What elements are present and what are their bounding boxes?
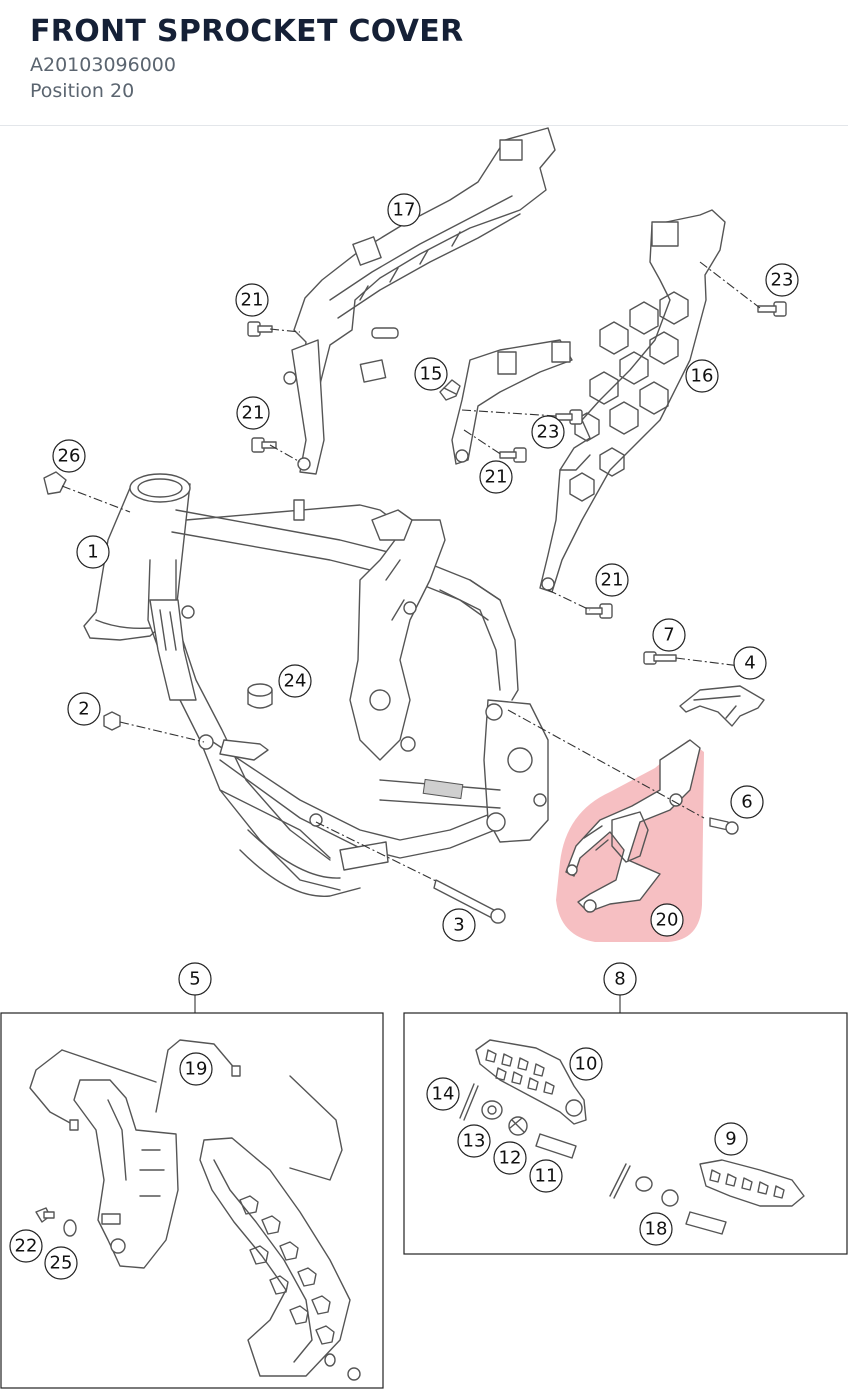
svg-text:26: 26 bbox=[58, 446, 81, 467]
callout-6[interactable]: 6 bbox=[730, 785, 764, 819]
bolt-part-3 bbox=[433, 879, 506, 924]
part-15-clip bbox=[439, 379, 461, 401]
callout-17[interactable]: 17 bbox=[387, 193, 421, 227]
callout-4[interactable]: 4 bbox=[733, 646, 767, 680]
callout-24[interactable]: 24 bbox=[278, 664, 312, 698]
callout-26[interactable]: 26 bbox=[52, 439, 86, 473]
svg-text:8: 8 bbox=[614, 969, 625, 990]
svg-text:24: 24 bbox=[284, 671, 307, 692]
bolt-part-7 bbox=[643, 651, 677, 665]
svg-text:10: 10 bbox=[575, 1054, 598, 1075]
callout-10[interactable]: 10 bbox=[569, 1047, 603, 1081]
svg-text:16: 16 bbox=[691, 366, 714, 387]
callout-14[interactable]: 14 bbox=[426, 1077, 460, 1111]
part-title: FRONT SPROCKET COVER bbox=[30, 14, 464, 49]
bolt-part-6 bbox=[709, 817, 739, 835]
nut-part-26 bbox=[43, 471, 67, 495]
svg-text:21: 21 bbox=[242, 403, 265, 424]
svg-text:14: 14 bbox=[432, 1084, 455, 1105]
bolts-part-21 bbox=[247, 321, 613, 619]
callout-23[interactable]: 23 bbox=[765, 263, 799, 297]
svg-text:15: 15 bbox=[420, 364, 443, 385]
callout-21[interactable]: 21 bbox=[595, 563, 629, 597]
svg-text:23: 23 bbox=[537, 422, 560, 443]
rear-subframe-left bbox=[283, 127, 556, 475]
svg-text:23: 23 bbox=[771, 270, 794, 291]
callout-3[interactable]: 3 bbox=[442, 908, 476, 942]
svg-text:25: 25 bbox=[50, 1253, 73, 1274]
callout-21[interactable]: 21 bbox=[479, 460, 513, 494]
callout-9[interactable]: 9 bbox=[714, 1122, 748, 1156]
callout-22[interactable]: 22 bbox=[9, 1229, 43, 1263]
bolts-part-23 bbox=[555, 301, 787, 425]
callout-7[interactable]: 7 bbox=[652, 618, 686, 652]
svg-text:1: 1 bbox=[87, 542, 98, 563]
callout-21[interactable]: 21 bbox=[236, 396, 270, 430]
callout-23[interactable]: 23 bbox=[531, 415, 565, 449]
callout-19[interactable]: 19 bbox=[179, 1052, 213, 1086]
callout-16[interactable]: 16 bbox=[685, 359, 719, 393]
callout-11[interactable]: 11 bbox=[529, 1159, 563, 1193]
svg-text:6: 6 bbox=[741, 792, 752, 813]
part-header: FRONT SPROCKET COVER A20103096000 Positi… bbox=[0, 0, 848, 126]
part-20-sprocket-cover bbox=[565, 739, 701, 913]
svg-text:21: 21 bbox=[601, 570, 624, 591]
svg-text:13: 13 bbox=[463, 1131, 486, 1152]
callout-1[interactable]: 1 bbox=[76, 535, 110, 569]
svg-text:17: 17 bbox=[393, 200, 416, 221]
callout-2[interactable]: 2 bbox=[67, 692, 101, 726]
svg-text:3: 3 bbox=[453, 915, 464, 936]
part-number: A20103096000 bbox=[30, 54, 176, 76]
svg-text:21: 21 bbox=[485, 467, 508, 488]
callout-25[interactable]: 25 bbox=[44, 1246, 78, 1280]
main-frame bbox=[83, 473, 549, 897]
callout-13[interactable]: 13 bbox=[457, 1124, 491, 1158]
svg-text:11: 11 bbox=[535, 1166, 558, 1187]
leader-lines bbox=[61, 261, 761, 883]
callout-20[interactable]: 20 bbox=[650, 903, 684, 937]
svg-text:12: 12 bbox=[499, 1148, 522, 1169]
svg-text:20: 20 bbox=[656, 910, 679, 931]
callout-5[interactable]: 5 bbox=[178, 962, 212, 996]
callout-18[interactable]: 18 bbox=[639, 1212, 673, 1246]
part-4-chain-guide bbox=[679, 685, 765, 727]
svg-text:2: 2 bbox=[78, 699, 89, 720]
svg-text:19: 19 bbox=[185, 1059, 208, 1080]
box-part-8-footrests bbox=[403, 993, 848, 1255]
callout-12[interactable]: 12 bbox=[493, 1141, 527, 1175]
svg-text:22: 22 bbox=[15, 1236, 38, 1257]
svg-text:7: 7 bbox=[663, 625, 674, 646]
svg-text:21: 21 bbox=[241, 290, 264, 311]
callout-8[interactable]: 8 bbox=[603, 962, 637, 996]
box-part-5-guards bbox=[0, 993, 384, 1389]
nut-part-2 bbox=[103, 711, 121, 731]
svg-text:4: 4 bbox=[744, 653, 755, 674]
rear-subframe-right bbox=[451, 209, 726, 593]
svg-text:18: 18 bbox=[645, 1219, 668, 1240]
svg-text:9: 9 bbox=[725, 1129, 736, 1150]
svg-text:5: 5 bbox=[189, 969, 200, 990]
callout-15[interactable]: 15 bbox=[414, 357, 448, 391]
part-position: Position 20 bbox=[30, 80, 135, 102]
callout-21[interactable]: 21 bbox=[235, 283, 269, 317]
